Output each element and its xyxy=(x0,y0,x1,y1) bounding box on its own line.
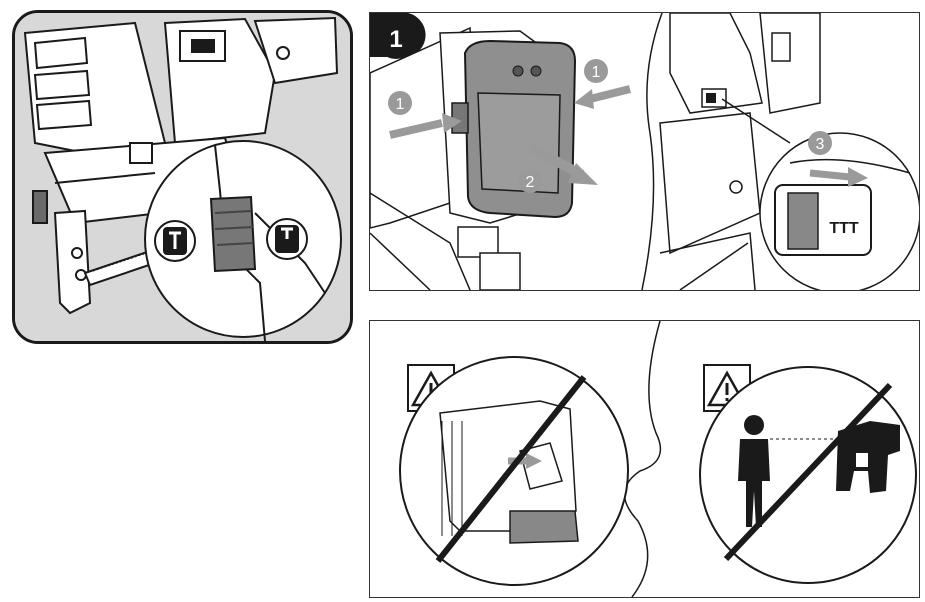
safety-warning-drawing xyxy=(399,321,917,597)
svg-text:3: 3 xyxy=(816,136,825,153)
nail-depth-deep-icon xyxy=(266,218,308,260)
battery-removal-drawing: 1 1 1 2 xyxy=(370,13,919,290)
svg-text:1: 1 xyxy=(592,64,601,81)
safety-warning-illustration xyxy=(369,320,920,598)
battery-removal-illustration: 1 1 1 2 xyxy=(369,12,920,291)
callout-slide-lock: 3 xyxy=(808,131,832,155)
svg-text:2: 2 xyxy=(526,174,535,191)
nailer-silhouette-icon xyxy=(836,421,900,493)
battery-pack xyxy=(451,39,577,219)
depth-adjust-illustration xyxy=(12,10,353,344)
callout-press-right: 1 xyxy=(584,59,608,83)
callout-pull-out: 2 xyxy=(518,169,542,193)
step-badge: 1 xyxy=(370,13,426,59)
lock-switch-label: TTT xyxy=(829,220,859,237)
prohibition-slash-icon xyxy=(723,382,893,562)
callout-press-left: 1 xyxy=(388,91,412,115)
prohibition-slash-icon xyxy=(435,375,587,563)
nailer-nose-drawing xyxy=(15,13,350,341)
person-silhouette-icon xyxy=(738,415,770,527)
nail-depth-shallow-icon xyxy=(154,220,196,262)
svg-text:1: 1 xyxy=(396,96,405,113)
step-number: 1 xyxy=(389,26,402,53)
